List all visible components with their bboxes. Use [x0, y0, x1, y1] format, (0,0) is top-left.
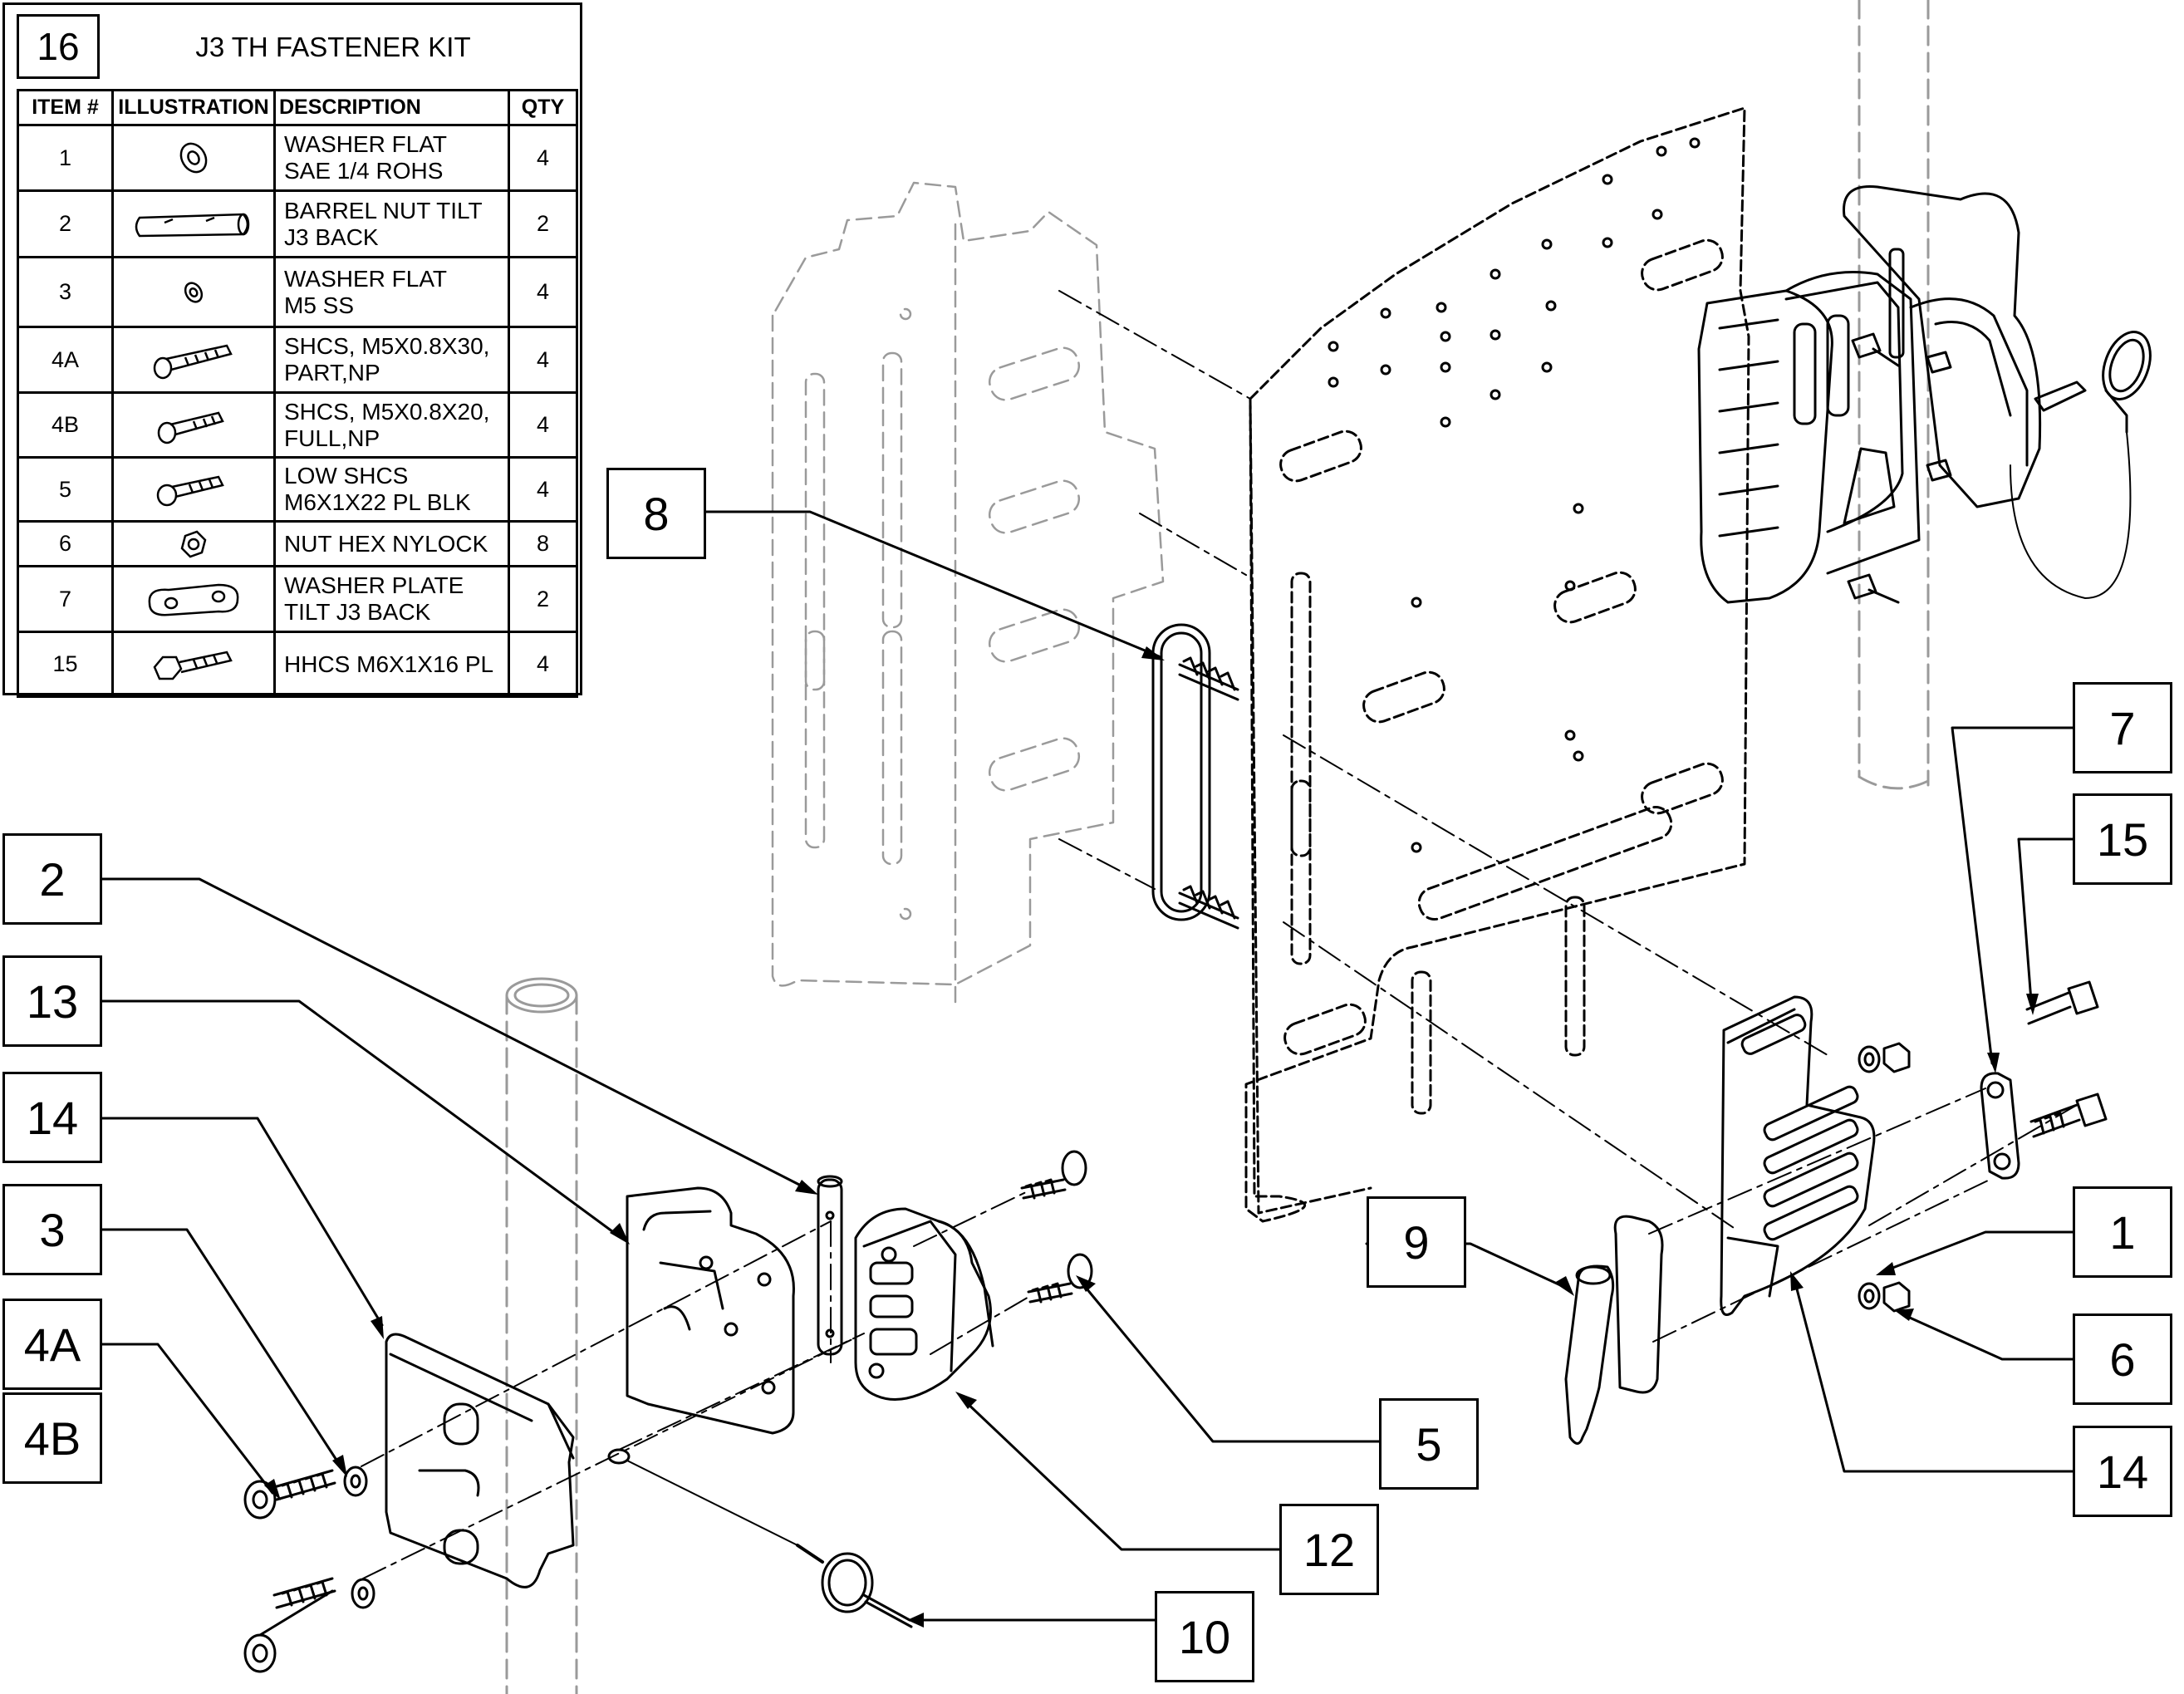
callout-15: 15 — [2073, 793, 2172, 885]
back-plate-holes — [1328, 137, 1701, 853]
item-description: SHCS, M5X0.8X30, PART,NP — [273, 326, 510, 394]
item-qty: 8 — [508, 520, 578, 567]
table-row: 2 BARREL NUT TILT J3 BACK 2 — [17, 189, 578, 258]
item-description: WASHER PLATE TILT J3 BACK — [273, 565, 510, 633]
kit-item-number: 16 — [17, 14, 100, 79]
flat-washer-icon — [111, 124, 276, 192]
header-illustration: ILLUSTRATION — [111, 89, 276, 126]
part-9-pin — [1564, 1215, 1664, 1445]
item-qty: 4 — [508, 256, 578, 328]
part-3-washers — [343, 1466, 375, 1609]
item-number: 4B — [17, 391, 114, 459]
part-13-clamp-half — [385, 1333, 575, 1588]
callout-8: 8 — [606, 468, 706, 559]
part-14-clamp-bracket — [1720, 995, 1876, 1316]
socket-head-screw-icon — [111, 326, 276, 394]
fastener-kit-table: 16 J3 TH FASTENER KIT ITEM # ILLUSTRATIO… — [2, 2, 582, 698]
table-row: 7 WASHER PLATE TILT J3 BACK 2 — [17, 565, 578, 633]
header-item: ITEM # — [17, 89, 114, 126]
callout-7: 7 — [2073, 682, 2172, 773]
callout-4b: 4B — [2, 1392, 102, 1484]
table-row: 3 WASHER FLAT M5 SS 4 — [17, 256, 578, 328]
part-4-socket-screws — [243, 1469, 336, 1673]
post-right-phantom — [1858, 0, 1930, 790]
table-header-row: ITEM # ILLUSTRATION DESCRIPTION QTY — [17, 89, 578, 126]
callout-11: 12 — [1279, 1504, 1379, 1595]
item-qty: 4 — [508, 391, 578, 459]
table-row: 4A SHCS, M5X0.8X30, PART,NP 4 — [17, 326, 578, 394]
part-1-washers-part-6-nuts — [1858, 1042, 1911, 1313]
hex-nut-icon — [111, 520, 276, 567]
item-qty: 4 — [508, 456, 578, 523]
leader-arrowheads — [264, 646, 2039, 1628]
callout-6: 6 — [2073, 1313, 2172, 1405]
post-left-phantom — [505, 977, 578, 1694]
callout-14: 14 — [2073, 1426, 2172, 1517]
callout-12: 13 — [2, 955, 102, 1047]
callout-13: 14 — [2, 1072, 102, 1163]
table-row: 5 LOW SHCS M6X1X22 PL BLK 4 — [17, 456, 578, 523]
item-description: SHCS, M5X0.8X20, FULL,NP — [273, 391, 510, 459]
item-qty: 2 — [508, 189, 578, 258]
callout-1: 1 — [2073, 1186, 2172, 1278]
low-socket-screw-icon — [111, 456, 276, 523]
assembly-center-lines — [361, 290, 2078, 1579]
item-qty: 4 — [508, 326, 578, 394]
clamp-assembly-top-right — [1697, 184, 2152, 604]
table-row: 6 NUT HEX NYLOCK 8 — [17, 520, 578, 567]
small-washer-icon — [111, 256, 276, 328]
header-description: DESCRIPTION — [273, 89, 510, 126]
back-plate-main — [1244, 106, 1750, 1223]
callout-2: 2 — [2, 833, 102, 925]
part-5-low-screws — [1020, 1150, 1093, 1304]
callout-10: 10 — [1155, 1591, 1254, 1682]
item-description: NUT HEX NYLOCK — [273, 520, 510, 567]
item-qty: 4 — [508, 124, 578, 192]
part-8-stud-plate — [1151, 623, 1239, 930]
kit-title: J3 TH FASTENER KIT — [195, 32, 471, 62]
item-number: 5 — [17, 456, 114, 523]
back-plate-left-phantom — [771, 181, 1165, 1007]
part-15-hex-bolts — [2025, 980, 2108, 1138]
barrel-nut-icon — [111, 189, 276, 258]
callout-5: 5 — [1379, 1398, 1479, 1490]
part-10-lanyard-pin — [607, 1448, 913, 1628]
item-qty: 2 — [508, 565, 578, 633]
callout-9: 9 — [1367, 1196, 1466, 1288]
header-qty: QTY — [508, 89, 578, 126]
item-qty: 4 — [508, 631, 578, 698]
table-row: 15 HHCS M6X1X16 PL 4 — [17, 631, 578, 698]
leader-lines — [98, 510, 2074, 1622]
part-11-cam-lock — [854, 1207, 994, 1401]
part-12-bracket — [626, 1186, 795, 1435]
item-description: WASHER FLAT SAE 1/4 ROHS — [273, 124, 510, 192]
part-7-washer-plate — [1980, 1072, 2020, 1180]
table-row: 4B SHCS, M5X0.8X20, FULL,NP 4 — [17, 391, 578, 459]
hex-head-bolt-icon — [111, 631, 276, 698]
item-number: 3 — [17, 256, 114, 328]
item-description: WASHER FLAT M5 SS — [273, 256, 510, 328]
item-description: LOW SHCS M6X1X22 PL BLK — [273, 456, 510, 523]
callout-3: 3 — [2, 1184, 102, 1275]
socket-head-screw-icon — [111, 391, 276, 459]
parts-list-table: ITEM # ILLUSTRATION DESCRIPTION QTY 1 WA… — [17, 89, 578, 698]
item-number: 15 — [17, 631, 114, 698]
item-number: 6 — [17, 520, 114, 567]
item-number: 2 — [17, 189, 114, 258]
table-row: 1 WASHER FLAT SAE 1/4 ROHS 4 — [17, 124, 578, 192]
item-description: BARREL NUT TILT J3 BACK — [273, 189, 510, 258]
callout-4a: 4A — [2, 1299, 102, 1390]
item-number: 7 — [17, 565, 114, 633]
item-number: 4A — [17, 326, 114, 394]
item-number: 1 — [17, 124, 114, 192]
item-description: HHCS M6X1X16 PL — [273, 631, 510, 698]
washer-plate-icon — [111, 565, 276, 633]
